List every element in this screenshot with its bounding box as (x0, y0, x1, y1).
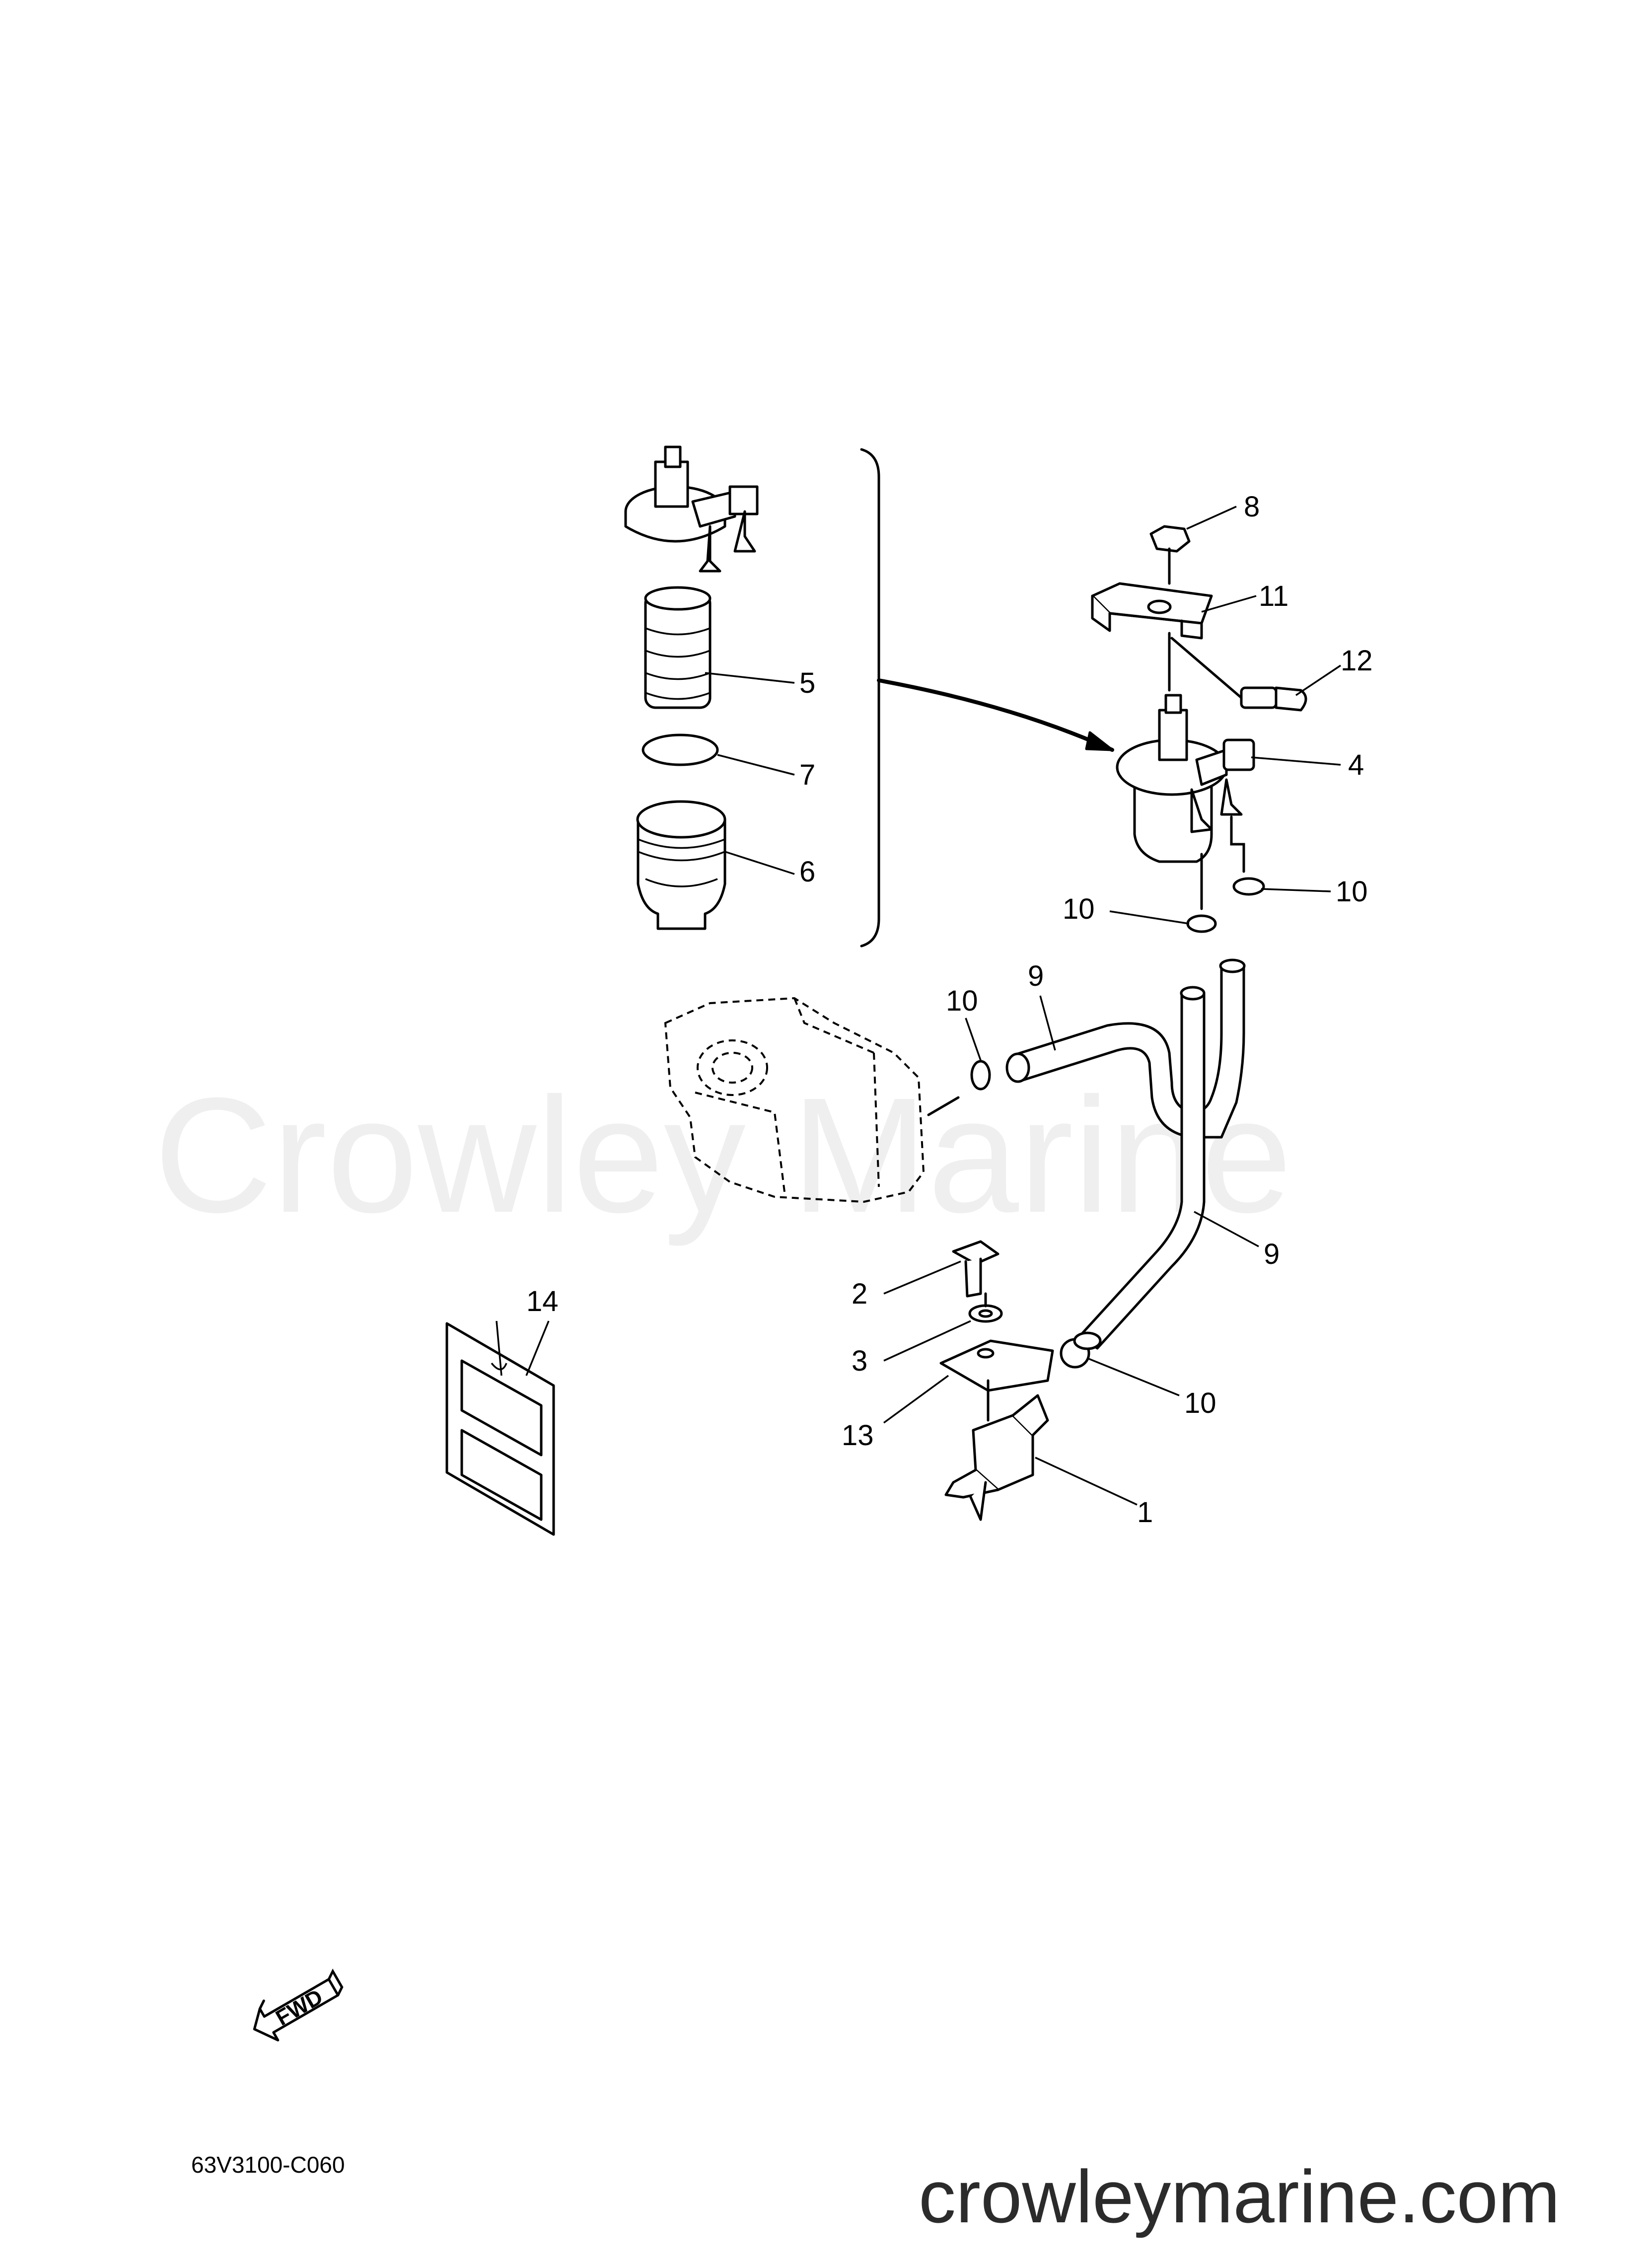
callout-1: 1 (1137, 1496, 1153, 1529)
drawing-code: 63V3100-C060 (191, 2152, 345, 2178)
callout-10-carb: 10 (946, 985, 978, 1017)
callout-9-lower: 9 (1264, 1238, 1280, 1270)
callout-10-lower: 10 (1184, 1387, 1216, 1419)
assembly-bracket (860, 448, 880, 948)
filter-element (644, 586, 712, 709)
footer-url: crowleymarine.com (919, 2155, 1560, 2238)
callout-7: 7 (799, 759, 815, 791)
hose-clip-upper-left (1186, 914, 1217, 933)
callout-8: 8 (1244, 491, 1260, 523)
fuel-hose-upper (1005, 958, 1246, 1139)
callout-2: 2 (852, 1278, 867, 1310)
callout-12: 12 (1341, 645, 1373, 677)
bolt (1240, 686, 1307, 712)
watermark-text: Crowley Marine (154, 1063, 1292, 1247)
callout-10-left: 10 (1063, 893, 1095, 925)
o-ring (642, 733, 719, 766)
mount-plate (939, 1339, 1054, 1392)
fuel-joint (944, 1292, 1049, 1521)
callout-10-right: 10 (1336, 876, 1368, 908)
callout-6: 6 (799, 856, 815, 888)
assembly-arrow (877, 678, 1114, 752)
hose-clip-upper-right (1232, 877, 1265, 896)
callout-13: 13 (842, 1419, 874, 1452)
screw (952, 1240, 999, 1298)
fwd-label: FWD (272, 1984, 327, 2031)
carburetor-outline (664, 997, 960, 1203)
fuel-hose-lower (1073, 986, 1206, 1350)
washer (968, 1304, 1003, 1323)
fwd-arrow-icon: FWD (253, 1969, 344, 2042)
nut (1149, 525, 1191, 553)
callout-11: 11 (1259, 580, 1288, 612)
callout-14: 14 (526, 1285, 559, 1317)
filter-cup (636, 800, 726, 930)
callout-9-upper: 9 (1028, 960, 1044, 992)
callout-4: 4 (1348, 749, 1364, 781)
hose-clip-carb (970, 1060, 991, 1091)
filter-bracket (1091, 582, 1213, 640)
caution-label-card (445, 1320, 555, 1536)
callout-5: 5 (799, 667, 815, 699)
leader-lines (525, 506, 1341, 1506)
filter-cover-exploded (624, 445, 759, 573)
callout-3: 3 (852, 1345, 867, 1377)
fuel-filter-assembly (1116, 694, 1255, 863)
assembly-arrow-head (1085, 731, 1114, 751)
